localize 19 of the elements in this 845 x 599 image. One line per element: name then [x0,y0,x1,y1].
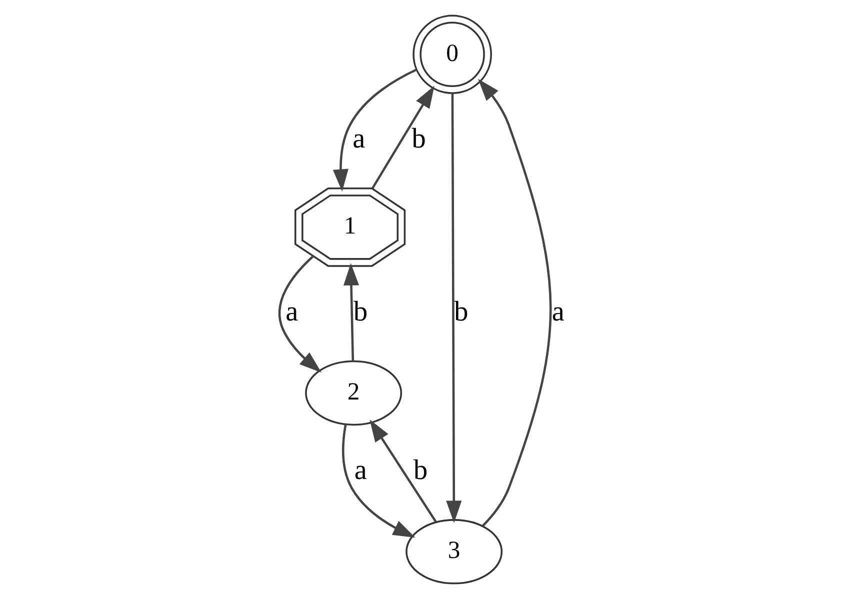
edge-label: b [411,123,426,154]
node-circle: 0 [412,14,492,94]
arrow [369,420,436,523]
edge-label: b [454,296,468,328]
arrow [478,78,552,527]
edge-label: b [353,296,368,328]
arrow [446,93,462,523]
node-ellipse: 2 [304,360,402,426]
arrow [278,255,322,373]
arrow [342,424,415,538]
arrow [342,263,359,361]
node-ellipse: 3 [405,519,502,584]
edge-label: a [352,123,365,154]
arrow [371,86,434,189]
arrow [332,68,417,192]
edge-label: b [413,455,428,486]
edge-label: a [551,296,564,328]
edge-label: a [354,455,366,486]
edge-label: a [285,296,298,328]
